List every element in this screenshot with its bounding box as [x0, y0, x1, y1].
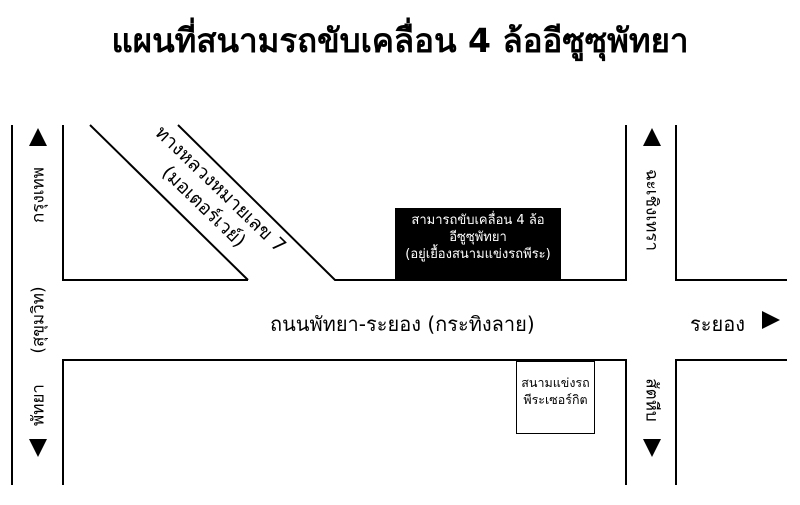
destination-line: (อยู่เยื้องสนามแข่งรถพีระ) [405, 247, 551, 262]
label-sattahip: สัตหีบ [641, 378, 662, 422]
arrow-up-icon [643, 128, 661, 146]
label-sukhumvit: (สุขุมวิท) [28, 286, 49, 354]
arrow-right-icon [762, 311, 780, 329]
arrow-down-icon [643, 439, 661, 457]
label-pattaya: พัทยา [28, 384, 49, 426]
road-edge [177, 124, 627, 281]
rayong-label: ระยอง [690, 312, 745, 336]
destination-line: อีซูซุพัทยา [449, 230, 507, 245]
destination-line: สามารถขับเคลื่อน 4 ล้อ [411, 213, 545, 228]
destination-marker: สามารถขับเคลื่อน 4 ล้อ อีซูซุพัทยา (อยู่… [395, 208, 561, 280]
map-title: แผนที่สนามรถขับเคลื่อน 4 ล้ออีซูซุพัทยา [111, 21, 689, 60]
track-line: สนามแข่งรถ [521, 375, 590, 390]
label-bangkok: กรุงเทพ [28, 167, 49, 223]
label-chachoengsao: ฉะเชิงเทรา [641, 168, 662, 252]
road-edge [89, 124, 249, 281]
road-edge [675, 359, 787, 485]
road-edge [62, 359, 627, 485]
main-road-label: ถนนพัทยา-ระยอง (กระทิงลาย) [270, 312, 535, 336]
arrow-up-icon [29, 128, 47, 146]
track-line: พีระเซอร์กิต [523, 392, 588, 407]
road-edge [675, 125, 787, 281]
road-edge [62, 125, 248, 281]
arrow-down-icon [29, 439, 47, 457]
racetrack-marker: สนามแข่งรถ พีระเซอร์กิต [516, 361, 595, 434]
